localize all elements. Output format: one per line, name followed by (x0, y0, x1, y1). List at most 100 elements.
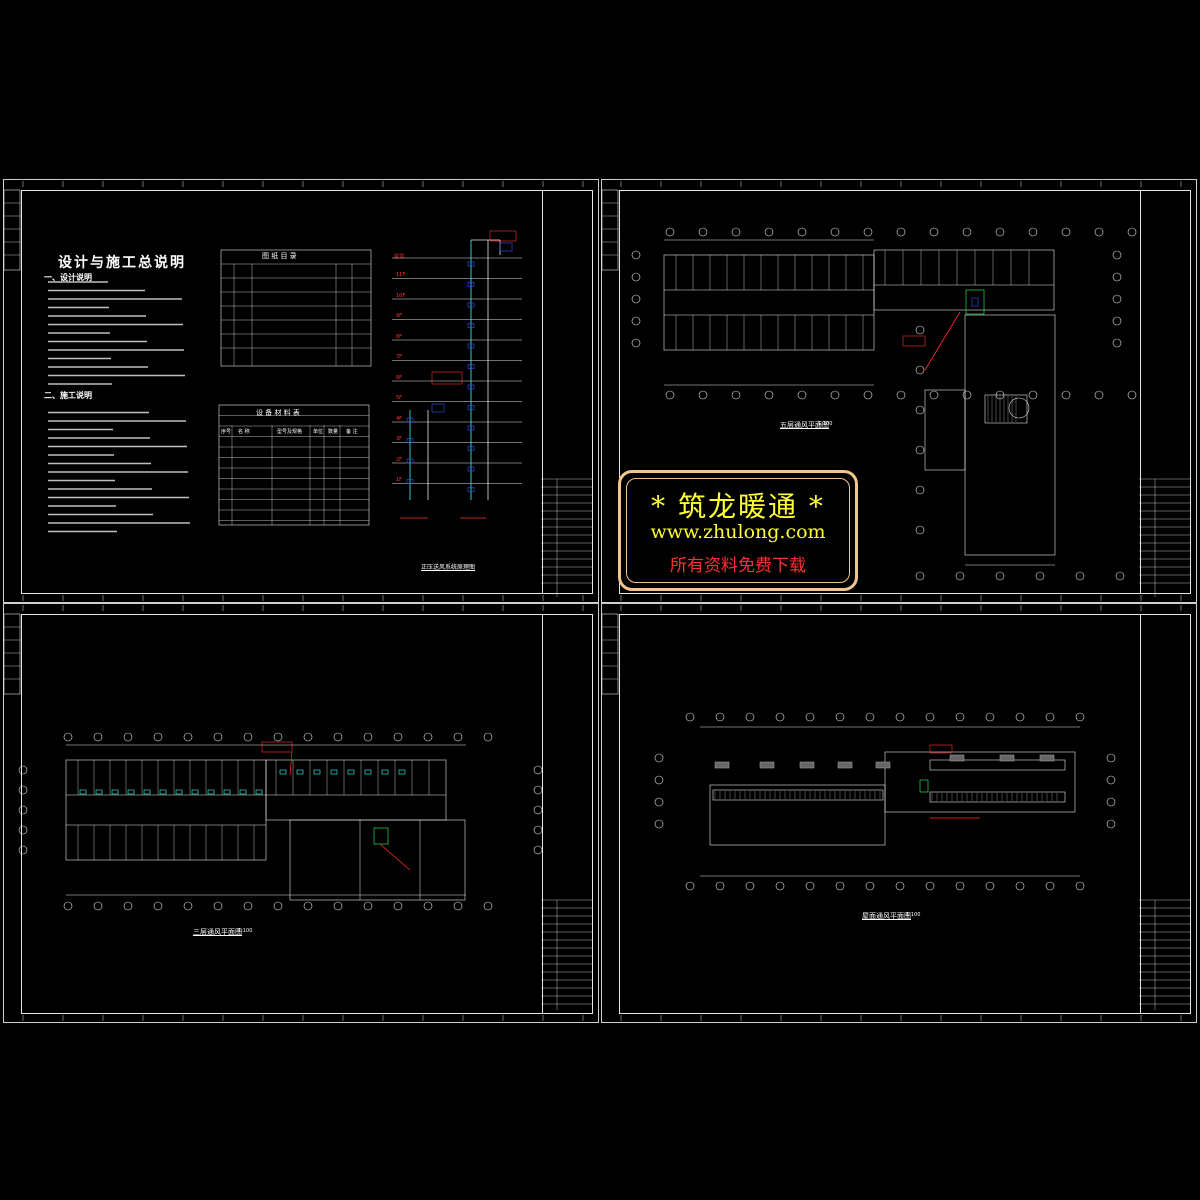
air-outlet (467, 282, 475, 287)
grid-bubble (333, 901, 343, 911)
grid-bubble (835, 712, 845, 722)
floor-label-2: 10F (396, 293, 406, 299)
grid-bubble (1045, 881, 1055, 891)
roof-duct (929, 791, 1066, 803)
equipment (373, 827, 389, 845)
floor-label-7: 5F (396, 395, 403, 401)
roof-section (709, 784, 886, 846)
grid-bubble (533, 825, 543, 835)
grid-bubble (985, 881, 995, 891)
grid-bubble (363, 732, 373, 742)
grid-bubble (865, 712, 875, 722)
banner-url[interactable]: www.zhulong.com (650, 521, 826, 543)
material-header-5: 备 注 (346, 429, 358, 435)
grid-bubble (183, 732, 193, 742)
air-outlet (255, 789, 263, 795)
grid-bubble (533, 765, 543, 775)
grid-bubble (929, 227, 939, 237)
grid-bubble (955, 881, 965, 891)
grid-bubble (925, 881, 935, 891)
grid-bubble (1106, 753, 1116, 763)
roof-plan-title: 屋面通风平面图 (862, 912, 911, 920)
floor-label-10: 2F (396, 457, 403, 463)
air-outlet (467, 446, 475, 451)
grid-bubble (213, 901, 223, 911)
fifth-floor-title: 五层通风平面图 (780, 421, 829, 429)
grid-bubble (123, 901, 133, 911)
grid-bubble (1045, 712, 1055, 722)
air-outlet (364, 769, 372, 775)
grid-bubble (685, 881, 695, 891)
zhulong-banner[interactable]: * 筑龙暖通 * www.zhulong.com 所有资料免费下载 (618, 470, 858, 591)
banner-brand: * 筑龙暖通 * (651, 490, 825, 523)
grid-bubble (654, 797, 664, 807)
grid-bubble (925, 712, 935, 722)
grid-bubble (533, 785, 543, 795)
grid-bubble (1106, 775, 1116, 785)
roof-fan (999, 754, 1015, 762)
building-wing (873, 249, 1055, 311)
roof-fan (1039, 754, 1055, 762)
grid-bubble (333, 732, 343, 742)
grid-bubble (18, 765, 28, 775)
grid-bubble (1106, 797, 1116, 807)
grid-bubble (303, 732, 313, 742)
grid-bubble (1127, 390, 1137, 400)
grid-bubble (665, 390, 675, 400)
grid-bubble (863, 390, 873, 400)
roof-duct (929, 759, 1066, 771)
air-outlet (467, 405, 475, 410)
grid-bubble (895, 712, 905, 722)
fan-unit (431, 403, 445, 413)
equipment (971, 297, 979, 307)
roof-fan (759, 761, 775, 769)
callout-box (489, 230, 517, 242)
grid-bubble (1015, 712, 1025, 722)
grid-bubble (654, 775, 664, 785)
section-construction-heading: 二、施工说明 (44, 391, 92, 400)
floor-label-0: 屋顶 (394, 254, 405, 260)
air-outlet (159, 789, 167, 795)
grid-bubble (797, 227, 807, 237)
grid-bubble (93, 732, 103, 742)
callout-box (431, 371, 463, 385)
grid-bubble (896, 390, 906, 400)
grid-bubble (533, 845, 543, 855)
revision-box (601, 189, 619, 271)
grid-bubble (1035, 571, 1045, 581)
air-outlet (143, 789, 151, 795)
grid-bubble (423, 901, 433, 911)
banner-inner-border (626, 478, 850, 583)
grid-bubble (1115, 571, 1125, 581)
grid-bubble (962, 390, 972, 400)
grid-bubble (698, 390, 708, 400)
leader-line (289, 751, 293, 776)
floor-label-3: 9F (396, 313, 403, 319)
grid-bubble (483, 732, 493, 742)
grid-bubble (985, 712, 995, 722)
grid-bubble (830, 390, 840, 400)
grid-bubble (915, 485, 925, 495)
grid-bubble (955, 571, 965, 581)
grid-bubble (797, 390, 807, 400)
grid-bubble (18, 845, 28, 855)
grid-bubble (631, 294, 641, 304)
building-wing (289, 819, 466, 901)
grid-bubble (1094, 227, 1104, 237)
air-outlet (406, 417, 414, 423)
floor-label-8: 4F (396, 416, 403, 422)
revision-box (3, 613, 21, 695)
grid-bubble (955, 712, 965, 722)
grid-bubble (631, 316, 641, 326)
grid-bubble (685, 712, 695, 722)
air-outlet (347, 769, 355, 775)
grid-bubble (915, 365, 925, 375)
grid-bubble (1028, 227, 1038, 237)
grid-bubble (863, 227, 873, 237)
air-outlet (467, 425, 475, 431)
grid-bubble (153, 732, 163, 742)
air-outlet (175, 789, 183, 795)
sheet-design-notes (3, 179, 599, 603)
air-outlet (467, 364, 475, 369)
drawing-list-table (220, 249, 372, 367)
